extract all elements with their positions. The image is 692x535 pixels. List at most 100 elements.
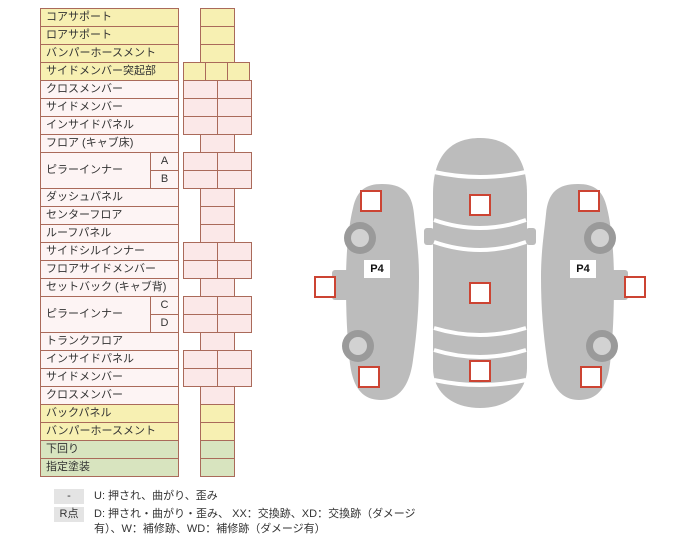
table-row: フロア (キャブ床) xyxy=(40,134,253,153)
part-label: サイドメンバー xyxy=(40,368,179,387)
inspection-cell[interactable] xyxy=(183,368,218,387)
cell-group xyxy=(183,386,253,405)
inspection-cell[interactable] xyxy=(183,62,206,81)
inspection-cell[interactable] xyxy=(200,188,235,207)
inspection-cell[interactable] xyxy=(200,224,235,243)
part-label: バックパネル xyxy=(40,404,179,423)
inspection-cell[interactable] xyxy=(200,26,235,45)
car-right-side-view xyxy=(541,184,614,400)
inspection-cell[interactable] xyxy=(200,458,235,477)
cell-group xyxy=(183,260,253,279)
part-label: サイドメンバー突起部 xyxy=(40,62,179,81)
inspection-cell[interactable] xyxy=(200,134,235,153)
check-point-center-front[interactable] xyxy=(469,194,491,216)
check-point-left-door[interactable] xyxy=(314,276,336,298)
inspection-cell[interactable] xyxy=(217,170,252,189)
check-point-center-roof[interactable] xyxy=(469,282,491,304)
check-point-right-front[interactable] xyxy=(578,190,600,212)
table-row: センターフロア xyxy=(40,206,253,225)
table-row: インサイドパネル xyxy=(40,116,253,135)
legend-key: - xyxy=(54,489,84,504)
part-label: コアサポート xyxy=(40,8,179,27)
windshield-bottom-line xyxy=(433,240,527,252)
check-point-center-rear[interactable] xyxy=(469,360,491,382)
legend-row: -U: 押され、曲がり、歪み xyxy=(40,489,530,504)
inspection-cell[interactable] xyxy=(183,80,218,99)
left-rear-wheel-hub xyxy=(349,337,367,355)
check-point-right-door[interactable] xyxy=(624,276,646,298)
part-label: クロスメンバー xyxy=(40,386,179,405)
cell-group xyxy=(183,152,253,171)
right-mirror-icon xyxy=(526,228,536,245)
inspection-cell[interactable] xyxy=(217,368,252,387)
parts-table: コアサポートロアサポートバンパーホースメントサイドメンバー突起部クロスメンバーサ… xyxy=(40,8,253,477)
inspection-cell[interactable] xyxy=(200,332,235,351)
cell-group xyxy=(183,98,253,117)
part-label: クロスメンバー xyxy=(40,80,179,99)
table-sub-row: B xyxy=(150,170,253,189)
inspection-cell[interactable] xyxy=(227,62,250,81)
cell-group xyxy=(183,44,253,63)
inspection-cell[interactable] xyxy=(217,296,252,315)
inspection-cell[interactable] xyxy=(217,98,252,117)
cell-group xyxy=(183,350,253,369)
cell-group xyxy=(183,116,253,135)
inspection-cell[interactable] xyxy=(183,242,218,261)
part-sub-label: C xyxy=(150,296,179,315)
part-label: センターフロア xyxy=(40,206,179,225)
inspection-cell[interactable] xyxy=(217,242,252,261)
inspection-cell[interactable] xyxy=(217,260,252,279)
cell-group xyxy=(183,224,253,243)
table-row: バンパーホースメント xyxy=(40,422,253,441)
inspection-cell[interactable] xyxy=(183,152,218,171)
right-door-tab xyxy=(610,270,628,300)
inspection-cell[interactable] xyxy=(200,278,235,297)
part-sub-label: B xyxy=(150,170,179,189)
inspection-cell[interactable] xyxy=(217,152,252,171)
left-front-wheel-hub xyxy=(351,229,369,247)
inspection-cell[interactable] xyxy=(183,170,218,189)
left-mirror-icon xyxy=(424,228,434,245)
inspection-cell[interactable] xyxy=(205,62,228,81)
inspection-cell[interactable] xyxy=(183,98,218,117)
inspection-cell[interactable] xyxy=(200,422,235,441)
rear-window-bottom-line xyxy=(433,348,527,359)
inspection-cell[interactable] xyxy=(183,314,218,333)
part-label: ルーフパネル xyxy=(40,224,179,243)
inspection-cell[interactable] xyxy=(217,80,252,99)
cell-group xyxy=(183,458,253,477)
right-front-wheel-hub xyxy=(591,229,609,247)
table-row: バンパーホースメント xyxy=(40,44,253,63)
part-label: 下回り xyxy=(40,440,179,459)
inspection-cell[interactable] xyxy=(200,8,235,27)
check-point-left-front[interactable] xyxy=(360,190,382,212)
windshield-top-line xyxy=(433,218,527,230)
table-row: サイドメンバー xyxy=(40,98,253,117)
inspection-cell[interactable] xyxy=(200,44,235,63)
inspection-cell[interactable] xyxy=(217,116,252,135)
table-sub-row: D xyxy=(150,314,253,333)
table-row: 指定塗装 xyxy=(40,458,253,477)
cell-group xyxy=(183,8,253,27)
inspection-cell[interactable] xyxy=(200,206,235,225)
inspection-cell[interactable] xyxy=(217,350,252,369)
check-point-left-rear[interactable] xyxy=(358,366,380,388)
part-label: インサイドパネル xyxy=(40,116,179,135)
inspection-cell[interactable] xyxy=(183,260,218,279)
check-point-right-rear[interactable] xyxy=(580,366,602,388)
car-top-view xyxy=(433,138,527,408)
cell-group xyxy=(183,26,253,45)
inspection-cell[interactable] xyxy=(200,404,235,423)
inspection-cell[interactable] xyxy=(183,296,218,315)
part-label: ピラーインナー xyxy=(40,152,151,189)
inspection-cell[interactable] xyxy=(183,350,218,369)
inspection-cell[interactable] xyxy=(183,116,218,135)
inspection-cell[interactable] xyxy=(217,314,252,333)
inspection-cell[interactable] xyxy=(200,440,235,459)
legend-text: D: 押され・曲がり・歪み、 XX：交換跡、XD：交換跡（ダメージ有）、W：補修… xyxy=(94,508,416,535)
cell-group xyxy=(183,242,253,261)
inspection-cell[interactable] xyxy=(200,386,235,405)
